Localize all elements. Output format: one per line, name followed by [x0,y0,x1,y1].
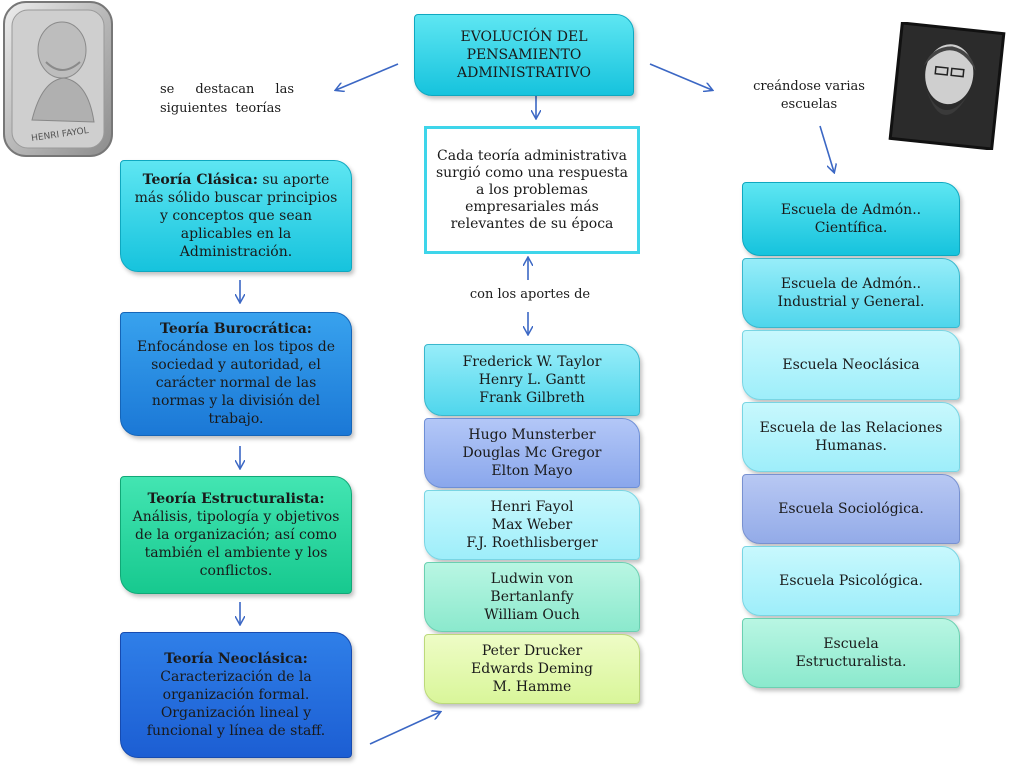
bearded-man-portrait [888,22,1006,150]
arrow-right-to-schools [819,125,834,172]
contributors-box-3: Henri Fayol Max Weber F.J. Roethlisberge… [424,490,640,560]
school-label: Escuela de Admón.. Científica. [780,202,922,236]
contributor: William Ouch [484,607,580,623]
theory-name: Teoría Neoclásica: [164,651,308,667]
school-box-7: Escuela Estructuralista. [742,618,960,688]
contributor: F.J. Roethlisberger [466,535,598,551]
theory-burocratica-box: Teoría Burocrática: Enfocándose en los ti… [120,312,352,436]
contributor: Elton Mayo [491,463,573,479]
school-box-3: Escuela Neoclásica [742,330,960,400]
theory-desc: su aporte más sólido buscar principios y… [134,172,338,260]
contributor: Edwards Deming [470,661,594,677]
school-box-5: Escuela Sociológica. [742,474,960,544]
school-box-6: Escuela Psicológica. [742,546,960,616]
title-line-2: PENSAMIENTO [466,47,582,63]
center-note-text: Cada teoría administrativa surgió como u… [435,147,629,232]
school-label: Escuela Psicológica. [779,573,923,589]
theory-desc: Caracterización de la organización forma… [146,669,326,739]
theory-name: Teoría Estructuralista: [147,491,325,507]
theory-clasica-box: Teoría Clásica: su aporte más sólido bus… [120,160,352,272]
contributors-box-2: Hugo Munsterber Douglas Mc Gregor Elton … [424,418,640,488]
title-line-3: ADMINISTRATIVO [456,65,591,81]
contributors-box-5: Peter Drucker Edwards Deming M. Hamme [424,634,640,704]
contributor: Ludwin von [490,571,574,587]
school-box-4: Escuela de las Relaciones Humanas. [742,402,960,472]
contributor: Bertanlanfy [490,589,574,605]
center-note-box: Cada teoría administrativa surgió como u… [424,126,640,254]
arrow-neoclasica-to-drucker [369,712,440,745]
contributors-box-1: Frederick W. Taylor Henry L. Gantt Frank… [424,344,640,416]
school-label: Escuela de las Relaciones Humanas. [759,420,943,454]
contributor: Henri Fayol [490,499,574,515]
title-box: EVOLUCIÓN DEL PENSAMIENTO ADMINISTRATIVO [414,14,634,96]
school-box-2: Escuela de Admón.. Industrial y General. [742,258,960,328]
aportes-label: con los aportes de [469,287,591,302]
arrow-title-right [649,63,712,90]
title-line-1: EVOLUCIÓN DEL [460,29,588,45]
contributor: Frederick W. Taylor [462,354,602,370]
theory-neoclasica-box: Teoría Neoclásica: Caracterización de la … [120,632,352,758]
theory-estructuralista-box: Teoría Estructuralista: Análisis, tipolog… [120,476,352,594]
contributor: Peter Drucker [481,643,583,659]
school-label: Escuela Estructuralista. [795,636,907,670]
right-note: creándose varias escuelas [753,79,865,112]
contributor: M. Hamme [492,679,572,695]
theory-name: Teoría Clásica: [142,172,258,188]
school-label: Escuela Sociológica. [778,501,924,517]
theory-desc: Análisis, tipología y objetivos de la or… [132,509,340,579]
arrow-title-left [336,63,399,90]
engraving-portrait-icon [888,22,1006,150]
school-label: Escuela de Admón.. Industrial y General. [777,276,925,310]
left-note: se destacan las siguientes teorías [160,82,294,116]
medallion-portrait-icon [3,1,113,157]
contributors-box-4: Ludwin von Bertanlanfy William Ouch [424,562,640,632]
contributor: Max Weber [491,517,573,533]
school-box-1: Escuela de Admón.. Científica. [742,182,960,256]
contributor: Hugo Munsterber [468,427,596,443]
theory-desc: Enfocándose en los tipos de sociedad y a… [136,339,336,427]
contributor: Douglas Mc Gregor [462,445,602,461]
henri-fayol-portrait: HENRI FAYOL [2,0,114,158]
school-label: Escuela Neoclásica [782,357,920,373]
contributor: Henry L. Gantt [478,372,586,388]
theory-name: Teoría Burocrática: [160,321,312,337]
contributor: Frank Gilbreth [479,390,585,406]
